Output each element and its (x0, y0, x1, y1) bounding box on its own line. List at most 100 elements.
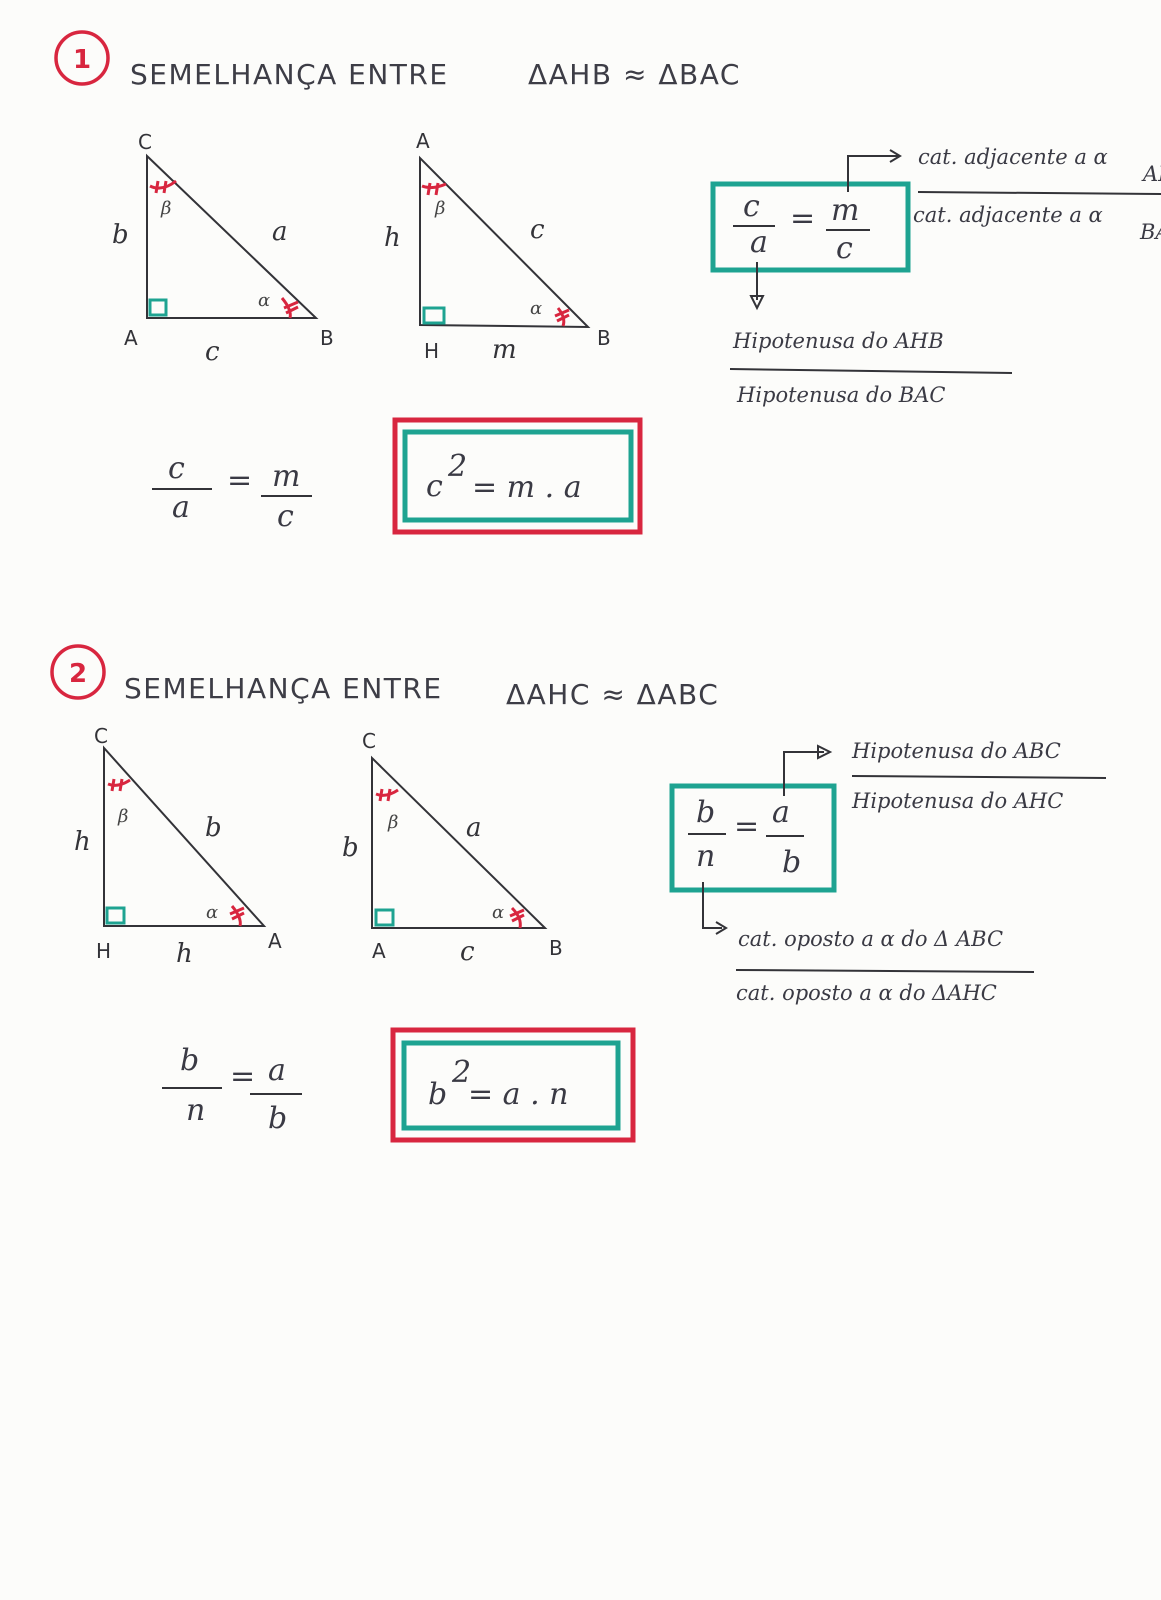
result-rhs: = a . n (468, 1077, 569, 1112)
angle-beta-marker (421, 182, 447, 196)
section-2: 2 SEMELHANÇA ENTRE ΔAHC ≈ ΔABC C H A h b… (50, 644, 1107, 1143)
note-numerator: Hipotenusa do ABC (851, 739, 1061, 763)
section-2-annotated-proportion: b n = a b Hipotenusa do ABC Hipotenusa d… (669, 739, 1107, 1005)
fraction-denominator: n (186, 1093, 205, 1128)
result-exponent: 2 (451, 1055, 471, 1090)
vertex-label: A (124, 326, 138, 350)
side-label: a (466, 813, 482, 843)
angle-label: α (258, 290, 270, 311)
section-1-result: c 2 = m . a (392, 417, 643, 535)
section-2-triangle-1: C H A h b h β α (74, 724, 282, 969)
angle-label: α (530, 298, 542, 319)
side-label: h (384, 223, 401, 253)
angle-label: β (387, 812, 398, 833)
side-label: c (530, 215, 545, 245)
right-angle-marker (148, 298, 168, 317)
section-1-number: 1 (73, 45, 91, 75)
vertex-label: H (424, 339, 439, 363)
vertex-label: B (549, 936, 563, 960)
fraction-numerator: m (272, 459, 300, 494)
vertex-label: B (597, 326, 611, 350)
section-1-proportion: c a = m c (152, 451, 312, 534)
fraction-numerator: c (743, 189, 760, 224)
section-1-similarity: ΔAHB ≈ ΔBAC (528, 58, 741, 91)
angle-label: β (117, 806, 128, 827)
side-label: a (272, 217, 288, 247)
vertex-label: C (362, 729, 376, 753)
arrow-line (847, 155, 898, 192)
arrow-head-icon (889, 149, 902, 163)
side-label: m (492, 335, 517, 365)
note-numerator: cat. adjacente a α (918, 145, 1108, 169)
angle-beta-marker (149, 179, 177, 194)
note-subscript: BA (1139, 220, 1161, 244)
fraction-denominator: b (268, 1101, 287, 1136)
side-label: b (112, 220, 129, 250)
section-1-header: 1 SEMELHANÇA ENTRE ΔAHB ≈ ΔBAC (54, 30, 741, 91)
angle-label: α (492, 902, 504, 923)
section-2-triangle-2: C A B b a c β α (342, 729, 563, 967)
equals-sign: = (790, 201, 815, 236)
note-fraction-bar (851, 775, 1107, 779)
red-outer-box (390, 1027, 636, 1143)
right-angle-marker (422, 306, 446, 325)
side-label: h (176, 939, 193, 969)
fraction-numerator: b (696, 795, 715, 830)
note-fraction-bar (729, 368, 1013, 374)
angle-beta-marker (375, 788, 399, 802)
fraction-numerator: a (268, 1053, 286, 1088)
section-1-triangle-1: C A B b a c β α (112, 130, 334, 367)
note-denominator: Hipotenusa do AHC (851, 789, 1063, 813)
note-numerator: Hipotenusa do AHB (732, 329, 944, 353)
equals-sign: = (230, 1059, 255, 1094)
fraction-numerator: c (168, 451, 185, 486)
teal-inner-box (401, 1040, 621, 1131)
red-outer-box (392, 417, 643, 535)
section-2-result: b 2 = a . n (390, 1027, 636, 1143)
teal-box (669, 783, 837, 893)
equals-sign: = (227, 463, 252, 498)
note-numerator: cat. oposto a α do Δ ABC (738, 927, 1003, 951)
right-angle-marker (105, 906, 126, 925)
angle-alpha-marker (554, 307, 570, 327)
note-denominator: Hipotenusa do BAC (736, 383, 945, 407)
section-1-triangle-2: A H B h c m β α (384, 129, 611, 365)
result-exponent: 2 (447, 449, 467, 484)
vertex-label: A (268, 929, 282, 953)
section-1-number-circle (54, 30, 110, 86)
teal-inner-box (402, 429, 634, 523)
result-rhs: = m . a (472, 470, 582, 505)
arrow-head-icon (817, 744, 833, 760)
note-subscript: AH (1141, 162, 1161, 186)
fraction-denominator: a (172, 490, 190, 525)
fraction-numerator: m (831, 193, 859, 228)
fraction-numerator: b (180, 1043, 199, 1078)
section-2-similarity: ΔAHC ≈ ΔABC (506, 678, 719, 711)
section-2-proportion: b n = a b (162, 1043, 302, 1136)
result-base: c (426, 469, 443, 504)
vertex-label: A (372, 939, 386, 963)
arrow-head-icon (715, 921, 728, 935)
teal-box (710, 181, 911, 273)
side-label: b (342, 833, 359, 863)
section-2-number: 2 (69, 659, 87, 689)
vertex-label: A (416, 129, 430, 153)
angle-label: α (206, 902, 218, 923)
arrow-line (702, 882, 722, 929)
section-2-number-circle (50, 644, 106, 700)
triangle-outline (103, 745, 267, 927)
arrow-line (783, 751, 824, 796)
vertex-label: C (94, 724, 108, 748)
fraction-numerator: a (772, 795, 790, 830)
note-fraction-bar (735, 969, 1035, 973)
arrow-head-icon (749, 295, 765, 311)
section-1: 1 SEMELHANÇA ENTRE ΔAHB ≈ ΔBAC C A B b a… (54, 30, 1161, 535)
equals-sign: = (734, 809, 759, 844)
vertex-label: B (320, 326, 334, 350)
section-2-header: 2 SEMELHANÇA ENTRE ΔAHC ≈ ΔABC (50, 644, 719, 711)
note-fraction-bar (917, 191, 1161, 195)
side-label: c (205, 337, 220, 367)
angle-beta-marker (107, 778, 131, 792)
section-1-title: SEMELHANÇA ENTRE (130, 58, 449, 91)
